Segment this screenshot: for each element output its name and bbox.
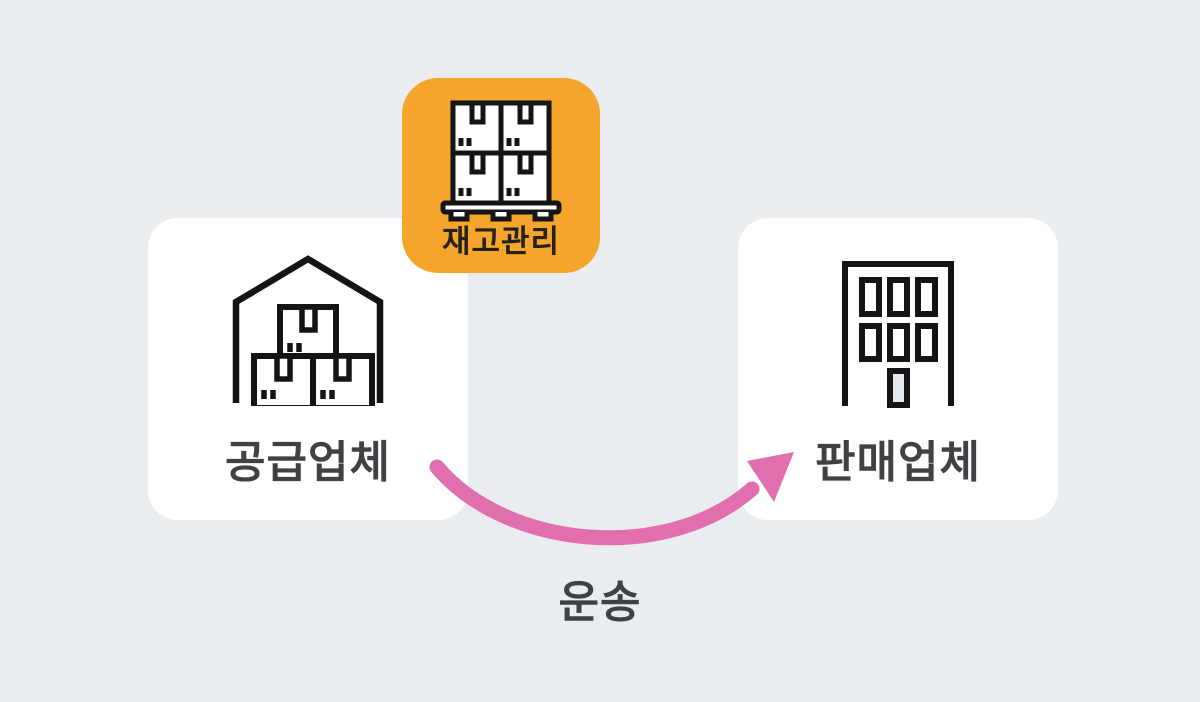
seller-card: 판매업체: [738, 218, 1058, 520]
supplier-card: 공급업체: [148, 218, 468, 520]
warehouse-icon: [148, 246, 468, 406]
seller-label: 판매업체: [815, 438, 981, 487]
supplier-label: 공급업체: [225, 438, 391, 487]
inventory-badge: 재고관리: [402, 78, 600, 273]
pallet-boxes-icon: [402, 98, 600, 224]
building-icon: [738, 258, 1058, 408]
transport-label: 운송: [558, 578, 642, 627]
inventory-badge-label: 재고관리: [441, 224, 561, 259]
